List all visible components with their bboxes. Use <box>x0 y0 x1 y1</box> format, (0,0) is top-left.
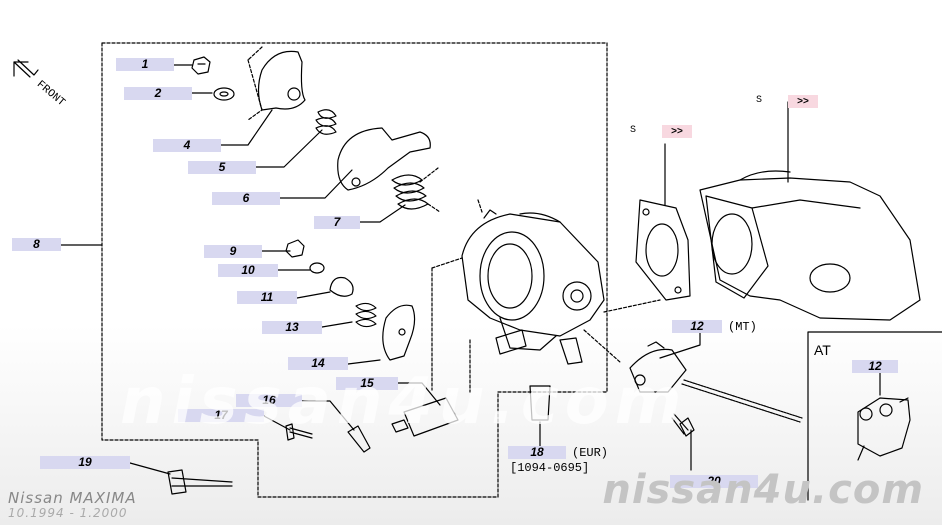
gasket <box>635 199 691 301</box>
part-17-screw <box>285 423 313 441</box>
part-13-spring <box>355 302 377 328</box>
callout-12-mt: 12 <box>672 320 722 333</box>
callout-8: 8 <box>12 238 61 251</box>
ref-mark-a[interactable]: >> <box>662 125 692 138</box>
at-box <box>807 331 942 501</box>
part-15-dashpot <box>391 397 459 437</box>
callout-19: 19 <box>40 456 130 469</box>
throttle-position-sensor-at <box>857 397 911 457</box>
part-10-washer <box>309 262 325 274</box>
part-9-nut <box>285 239 305 258</box>
front-arrow-icon <box>13 59 39 78</box>
assembly-8-boundary <box>101 42 608 498</box>
callout-20: 20 <box>670 475 758 488</box>
callout-11: 11 <box>237 291 297 304</box>
eur-note: (EUR) <box>572 446 609 460</box>
callout-9: 9 <box>204 245 262 258</box>
callout-6: 6 <box>212 192 280 205</box>
mt-note: (MT) <box>728 320 757 334</box>
callout-1: 1 <box>116 58 174 71</box>
callout-16: 16 <box>236 394 302 407</box>
part-2-washer <box>213 87 235 101</box>
callout-2: 2 <box>124 87 192 100</box>
callout-13: 13 <box>262 321 322 334</box>
throttle-position-sensor-mt <box>629 348 687 393</box>
part-4-throttle-cam <box>257 50 306 111</box>
rod <box>681 379 803 423</box>
callout-4: 4 <box>153 139 221 152</box>
part-20-screw <box>671 413 695 437</box>
part-1-nut <box>191 56 211 75</box>
throttle-body <box>431 199 661 393</box>
part-18-sleeve <box>529 385 551 421</box>
part-6-lever <box>337 127 431 191</box>
ref-mark-b[interactable]: >> <box>788 95 818 108</box>
intake-manifold <box>699 177 921 321</box>
callout-12-at: 12 <box>852 360 898 373</box>
part-5-spring <box>315 109 337 135</box>
part-16-bracket <box>347 425 371 453</box>
eur-date-range: [1094-0695] <box>510 461 590 475</box>
watermark-text: nissan4u.com <box>120 365 688 439</box>
part-14-lever <box>382 304 416 361</box>
callout-5: 5 <box>188 161 256 174</box>
watermark-logo: nissan4u.com <box>602 467 924 513</box>
callout-18: 18 <box>508 446 566 459</box>
production-years: 10.1994 - 1.2000 <box>8 506 128 520</box>
at-label: AT <box>814 342 831 358</box>
callout-7: 7 <box>314 216 360 229</box>
ref-prefix-b: S <box>756 95 763 106</box>
callout-14: 14 <box>288 357 348 370</box>
ref-prefix-a: S <box>630 125 637 136</box>
vehicle-model: Nissan MAXIMA <box>8 489 137 507</box>
callout-15: 15 <box>336 377 398 390</box>
part-11-cam <box>329 276 354 297</box>
callout-10: 10 <box>218 264 278 277</box>
part-19-bolt <box>167 469 233 495</box>
callout-17: 17 <box>178 409 264 422</box>
